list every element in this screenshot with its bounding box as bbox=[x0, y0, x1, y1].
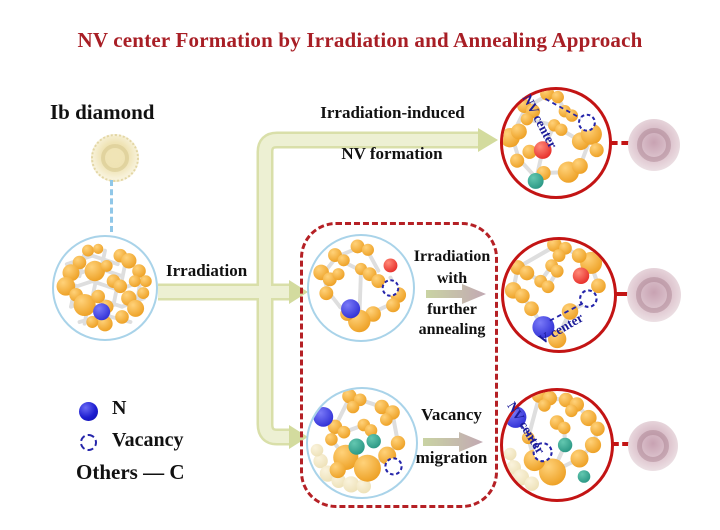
figure-title: NV center Formation by Irradiation and A… bbox=[77, 28, 643, 52]
mid-path-label-3: further bbox=[427, 301, 477, 318]
arrowhead-top bbox=[478, 128, 498, 152]
gem-connector-mid bbox=[614, 292, 629, 296]
ib-diamond-label: Ib diamond bbox=[50, 100, 155, 124]
legend-vacancy-label: Vacancy bbox=[112, 429, 184, 451]
bottom-path-label-1: Vacancy bbox=[421, 405, 482, 424]
dashed-connector-vertical bbox=[110, 180, 113, 232]
diamond-gem-top-icon bbox=[628, 119, 680, 171]
nv-center-top-circle: NV center bbox=[500, 87, 612, 199]
ib-diamond-lattice-circle bbox=[52, 235, 158, 341]
mid-path-label-1: Irradiation bbox=[413, 248, 491, 265]
diamond-gem-bottom-icon bbox=[628, 421, 678, 471]
gem-connector-top bbox=[610, 141, 629, 145]
gradient-arrow-bottom bbox=[423, 432, 483, 452]
ib-diamond-gem-icon bbox=[91, 134, 139, 182]
mid-path-label-4: annealing bbox=[418, 321, 486, 338]
diamond-gem-mid-icon bbox=[627, 268, 681, 322]
mid-path-label-2: with bbox=[436, 270, 468, 287]
v-center-mid-circle: V center bbox=[501, 237, 617, 353]
top-path-label-2: NV formation bbox=[341, 144, 443, 163]
legend-others-label: Others — C bbox=[76, 460, 185, 484]
arrowhead-bottom bbox=[289, 425, 308, 449]
legend-n-icon bbox=[79, 402, 98, 421]
top-path-label-1: Irradiation-induced bbox=[320, 103, 465, 122]
bottom-path-label-2: migration bbox=[415, 448, 488, 467]
arrowhead-middle bbox=[289, 280, 308, 304]
irradiation-label: Irradiation bbox=[166, 261, 248, 280]
gem-connector-bottom bbox=[612, 442, 629, 446]
legend-n-label: N bbox=[112, 397, 127, 419]
legend-vacancy-icon bbox=[80, 434, 97, 451]
gradient-arrow-mid bbox=[426, 284, 486, 304]
nv-center-bottom-circle: NV center bbox=[500, 388, 614, 502]
irradiated-lattice-circle bbox=[307, 234, 415, 342]
intermediate-state-box bbox=[300, 222, 498, 508]
vacancy-migration-lattice-circle bbox=[306, 387, 418, 499]
